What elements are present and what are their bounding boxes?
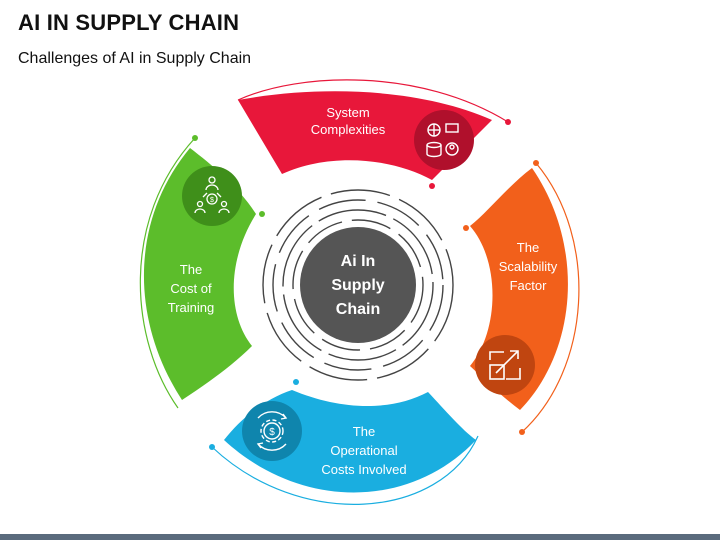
top-outline-dot bbox=[505, 119, 511, 125]
right-segment-label-line-3: Factor bbox=[510, 278, 548, 293]
gear-dollar-icon: $ bbox=[242, 401, 302, 461]
left-outline-dot bbox=[192, 135, 198, 141]
bottom-inner-dot bbox=[293, 379, 299, 385]
top-inner-dot bbox=[429, 183, 435, 189]
right-segment-label-line-1: The bbox=[517, 240, 539, 255]
svg-text:$: $ bbox=[269, 427, 275, 438]
left-segment-outline bbox=[139, 137, 196, 409]
center-label-line-2: Supply bbox=[331, 277, 384, 294]
slide-subtitle: Challenges of AI in Supply Chain bbox=[18, 50, 252, 67]
center-label-line-3: Chain bbox=[336, 301, 380, 318]
right-segment-label-line-2: Scalability bbox=[499, 259, 558, 274]
right-segment-outline bbox=[521, 162, 580, 433]
bottom-segment-label-line-2: Operational bbox=[330, 443, 397, 458]
top-segment-label-line-2: Complexities bbox=[311, 122, 386, 137]
slide-title: AI IN SUPPLY CHAIN bbox=[18, 10, 240, 35]
left-inner-dot bbox=[259, 211, 265, 217]
bottom-bar bbox=[0, 534, 720, 540]
bottom-outline-dot bbox=[209, 444, 215, 450]
bottom-segment-outline bbox=[211, 435, 479, 505]
expand-arrows-icon bbox=[475, 335, 535, 395]
top-segment-outline bbox=[237, 79, 509, 123]
bottom-segment-label-line-3: Costs Involved bbox=[321, 462, 406, 477]
svg-text:$: $ bbox=[210, 197, 214, 204]
center-label-line-1: Ai In bbox=[341, 253, 376, 270]
left-segment-label-line-3: Training bbox=[168, 300, 214, 315]
top-segment-label-line-1: System bbox=[326, 105, 369, 120]
left-segment-label-line-2: Cost of bbox=[170, 281, 212, 296]
concentric-rings bbox=[262, 189, 454, 381]
people-dollar-icon: $ bbox=[182, 166, 242, 226]
right-outline-dot-bottom bbox=[519, 429, 525, 435]
network-database-icon bbox=[414, 110, 474, 170]
center-hub bbox=[300, 227, 416, 343]
right-inner-dot bbox=[463, 225, 469, 231]
right-outline-dot-top bbox=[533, 160, 539, 166]
left-segment-label-line-1: The bbox=[180, 262, 202, 277]
bottom-segment-label-line-1: The bbox=[353, 424, 375, 439]
